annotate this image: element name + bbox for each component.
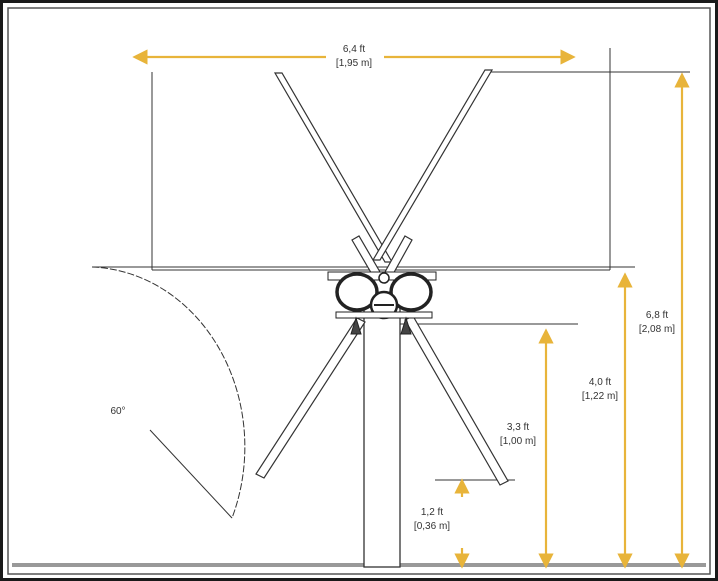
total-height-metric: [2,08 m] — [639, 324, 675, 335]
crossbar-height-imperial: 4,0 ft — [589, 377, 611, 388]
top-width-imperial: 6,4 ft — [343, 44, 365, 55]
arm-height-imperial: 3,3 ft — [507, 422, 529, 433]
lower-tip-metric: [0,36 m] — [414, 521, 450, 532]
top-width-metric: [1,95 m] — [336, 58, 372, 69]
inner-frame — [7, 7, 711, 575]
pole — [363, 304, 401, 568]
arm-height-metric: [1,00 m] — [500, 436, 536, 447]
dimension-arrows — [132, 49, 690, 569]
crossbar-height-metric: [1,22 m] — [582, 391, 618, 402]
arm-upper-right — [371, 69, 494, 261]
dimension-labels: 6,4 ft [1,95 m] 6,8 ft [2,08 m] 4,0 ft [… — [110, 44, 675, 532]
angle-label: 60° — [110, 406, 125, 417]
lower-tip-imperial: 1,2 ft — [421, 507, 443, 518]
rotation-arc — [91, 266, 246, 519]
arc-end-tick — [149, 429, 233, 519]
total-height-imperial: 6,8 ft — [646, 310, 668, 321]
arm-lower-left — [255, 317, 366, 479]
hub-mechanism — [327, 271, 437, 335]
